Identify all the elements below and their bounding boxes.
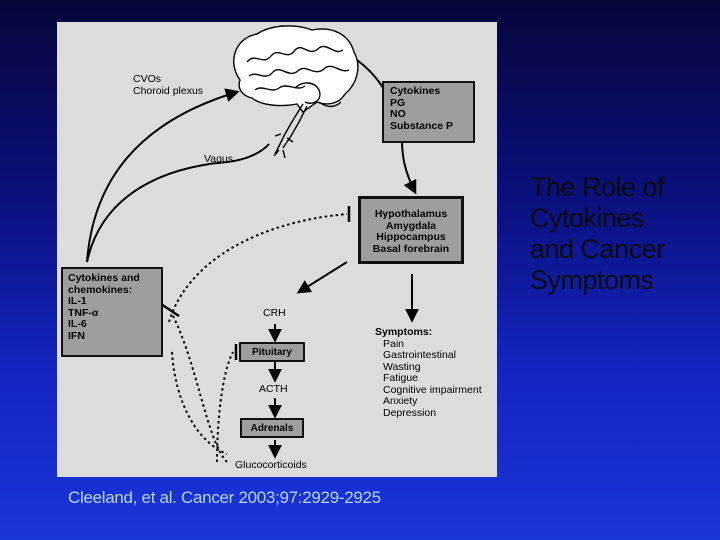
cvos-label: CVOs Choroid plexus	[133, 73, 204, 97]
brain-regions-box: Hypothalamus Amygdala Hippocampus Basal …	[358, 196, 464, 264]
cytokines-box-header-line1: Cytokines and	[68, 272, 140, 284]
brain-icon	[233, 25, 359, 159]
diagram-arrows	[86, 25, 419, 463]
symptoms-list: Symptoms: Pain Gastrointestinal Wasting …	[375, 326, 482, 419]
pituitary-box: Pituitary	[239, 342, 305, 362]
mediators-box: Cytokines PG NO Substance P	[382, 81, 475, 143]
cytokines-chemokines-box: Cytokines and chemokines: IL-1 TNF-α IL-…	[61, 267, 163, 357]
vagus-label: Vagus	[204, 153, 233, 165]
slide-title: The Role of Cytokines and Cancer Symptom…	[530, 172, 665, 295]
glucocorticoids-label: Glucocorticoids	[235, 459, 307, 471]
citation: Cleeland, et al. Cancer 2003;97:2929-292…	[68, 488, 381, 507]
crh-label: CRH	[263, 307, 286, 319]
acth-label: ACTH	[259, 383, 288, 395]
cytokines-box-header-line2: chemokines:	[68, 283, 133, 296]
adrenals-box: Adrenals	[240, 418, 304, 438]
cytokine-pathway-diagram: CVOs Choroid plexus Vagus Cytokines PG N…	[57, 22, 497, 477]
